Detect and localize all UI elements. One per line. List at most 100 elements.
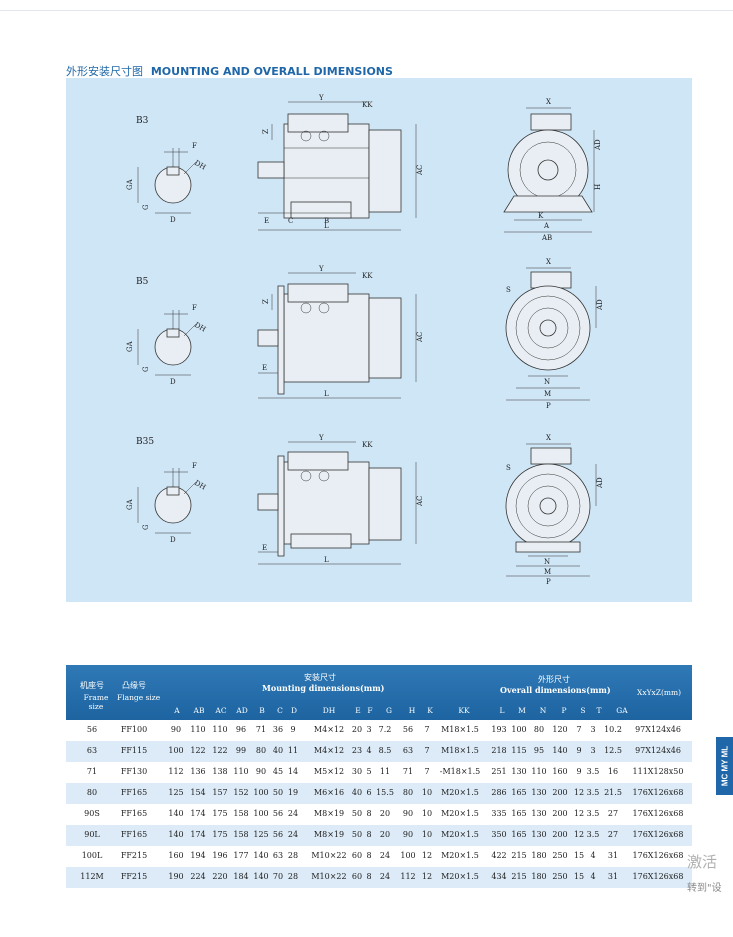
cell-p: 120 xyxy=(552,725,568,734)
cell-h: 80 xyxy=(402,788,414,797)
cell-m: 130 xyxy=(511,767,527,776)
svg-text:KK: KK xyxy=(362,441,373,449)
svg-text:AD: AD xyxy=(596,299,604,311)
cell-n: 180 xyxy=(531,872,547,881)
svg-text:Z: Z xyxy=(262,299,270,304)
svg-text:KK: KK xyxy=(362,101,373,109)
svg-text:AC: AC xyxy=(416,496,424,507)
top-divider xyxy=(0,10,733,11)
cell-ad: 184 xyxy=(233,872,249,881)
cell-s: 15 xyxy=(573,851,585,860)
cell-l: 422 xyxy=(491,851,507,860)
svg-text:G: G xyxy=(142,524,150,530)
cell-a: 100 xyxy=(168,746,184,755)
cell-ga: 16 xyxy=(607,767,619,776)
col-T: T xyxy=(596,706,602,715)
cell-kk: M18×1.5 xyxy=(441,725,479,734)
cell-h: 100 xyxy=(400,851,416,860)
cell-ad: 99 xyxy=(235,746,247,755)
cell-ac: 122 xyxy=(212,746,228,755)
col-M: M xyxy=(518,706,526,715)
cell-kk: M20×1.5 xyxy=(441,872,479,881)
svg-text:E: E xyxy=(264,217,269,225)
cell-h: 112 xyxy=(400,872,416,881)
col-B: B xyxy=(259,706,265,715)
cell-s: 12 xyxy=(573,809,585,818)
heading-en: MOUNTING AND OVERALL DIMENSIONS xyxy=(150,65,393,78)
col-AC: AC xyxy=(215,706,227,715)
cell-l: 193 xyxy=(491,725,507,734)
cell-h: 71 xyxy=(402,767,414,776)
cell-s: 7 xyxy=(576,725,582,734)
cell-ac: 220 xyxy=(212,872,228,881)
cell-t: 3 xyxy=(590,725,596,734)
cell-t: 3.5 xyxy=(586,788,600,797)
svg-text:X: X xyxy=(546,98,551,106)
shaft-section-b35: F DH GA G D xyxy=(126,462,207,544)
cell-n: 110 xyxy=(531,767,547,776)
variant-b35-label: B35 xyxy=(136,437,154,447)
cell-g: 7.2 xyxy=(378,725,392,734)
svg-text:DH: DH xyxy=(193,159,207,172)
svg-text:X: X xyxy=(546,258,551,266)
cell-xyz: 176X126x68 xyxy=(632,788,684,797)
col-E: E xyxy=(355,706,361,715)
svg-text:F: F xyxy=(192,142,197,150)
watermark-line2: 转到"设 xyxy=(687,883,722,894)
cell-b: 80 xyxy=(255,746,267,755)
cell-flange: FF215 xyxy=(120,851,148,860)
svg-text:AB: AB xyxy=(541,234,552,242)
svg-text:E: E xyxy=(262,364,267,372)
col-GA: GA xyxy=(616,706,628,715)
cell-ga: 27 xyxy=(607,809,619,818)
shaft-section-b5: F DH GA G D xyxy=(126,304,207,386)
cell-ad: 158 xyxy=(233,809,249,818)
cell-l: 350 xyxy=(491,830,507,839)
cell-n: 80 xyxy=(533,725,545,734)
header-mount-cn: 安装尺寸 xyxy=(304,673,336,682)
cell-flange: FF215 xyxy=(120,872,148,881)
cell-h: 56 xyxy=(402,725,414,734)
cell-m: 165 xyxy=(511,830,527,839)
cell-ad: 177 xyxy=(233,851,249,860)
cell-xyz: 176X126x68 xyxy=(632,809,684,818)
cell-c: 45 xyxy=(272,767,284,776)
cell-t: 4 xyxy=(590,872,596,881)
col-P: P xyxy=(561,706,567,715)
cell-n: 130 xyxy=(531,809,547,818)
svg-text:X: X xyxy=(546,434,551,442)
cell-s: 15 xyxy=(573,872,585,881)
svg-text:L: L xyxy=(324,556,329,564)
dimension-drawings: B3 B5 B35 F DH GA G D F DH xyxy=(126,94,604,586)
cell-dh: M5×12 xyxy=(313,767,345,776)
cell-m: 165 xyxy=(511,809,527,818)
svg-text:A: A xyxy=(543,222,550,230)
col-A: A xyxy=(174,706,180,715)
cell-frame: 112M xyxy=(80,872,104,881)
cell-a: 140 xyxy=(168,830,184,839)
heading-cn: 外形安装尺寸图 xyxy=(66,65,143,78)
svg-text:DH: DH xyxy=(193,321,207,334)
svg-text:Y: Y xyxy=(318,94,324,102)
cell-xyz: 176X126x68 xyxy=(632,851,684,860)
cell-m: 215 xyxy=(511,872,527,881)
cell-b: 140 xyxy=(253,851,269,860)
cell-t: 3.5 xyxy=(586,767,600,776)
cell-g: 15.5 xyxy=(376,788,394,797)
cell-ab: 174 xyxy=(190,830,206,839)
end-view-b35: X S AD N M P xyxy=(505,434,604,586)
cell-flange: FF165 xyxy=(120,830,148,839)
variant-b5-label: B5 xyxy=(136,277,149,287)
cell-e: 60 xyxy=(351,851,363,860)
cell-flange: FF165 xyxy=(120,788,148,797)
cell-dh: M8×19 xyxy=(313,809,345,818)
shaft-section-b3: F DH GA G D xyxy=(126,142,207,224)
svg-text:D: D xyxy=(170,378,176,386)
cell-xyz: 111X128x50 xyxy=(632,767,684,776)
cell-f: 8 xyxy=(366,830,372,839)
cell-s: 9 xyxy=(576,767,582,776)
